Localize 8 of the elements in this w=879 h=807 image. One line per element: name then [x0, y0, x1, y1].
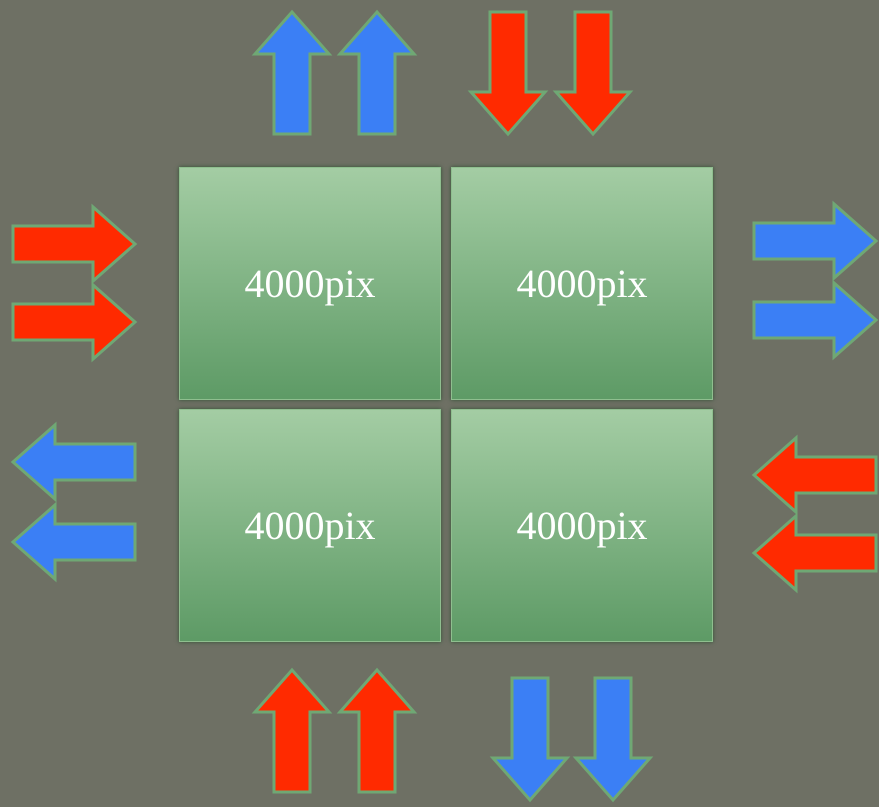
tile-label: 4000pix [516, 502, 648, 549]
tile-label: 4000pix [244, 260, 376, 307]
tile-label: 4000pix [244, 502, 376, 549]
grid-tile [451, 167, 713, 400]
grid-tile [179, 167, 441, 400]
grid-tile [179, 409, 441, 642]
tile-label: 4000pix [516, 260, 648, 307]
grid-tile [451, 409, 713, 642]
